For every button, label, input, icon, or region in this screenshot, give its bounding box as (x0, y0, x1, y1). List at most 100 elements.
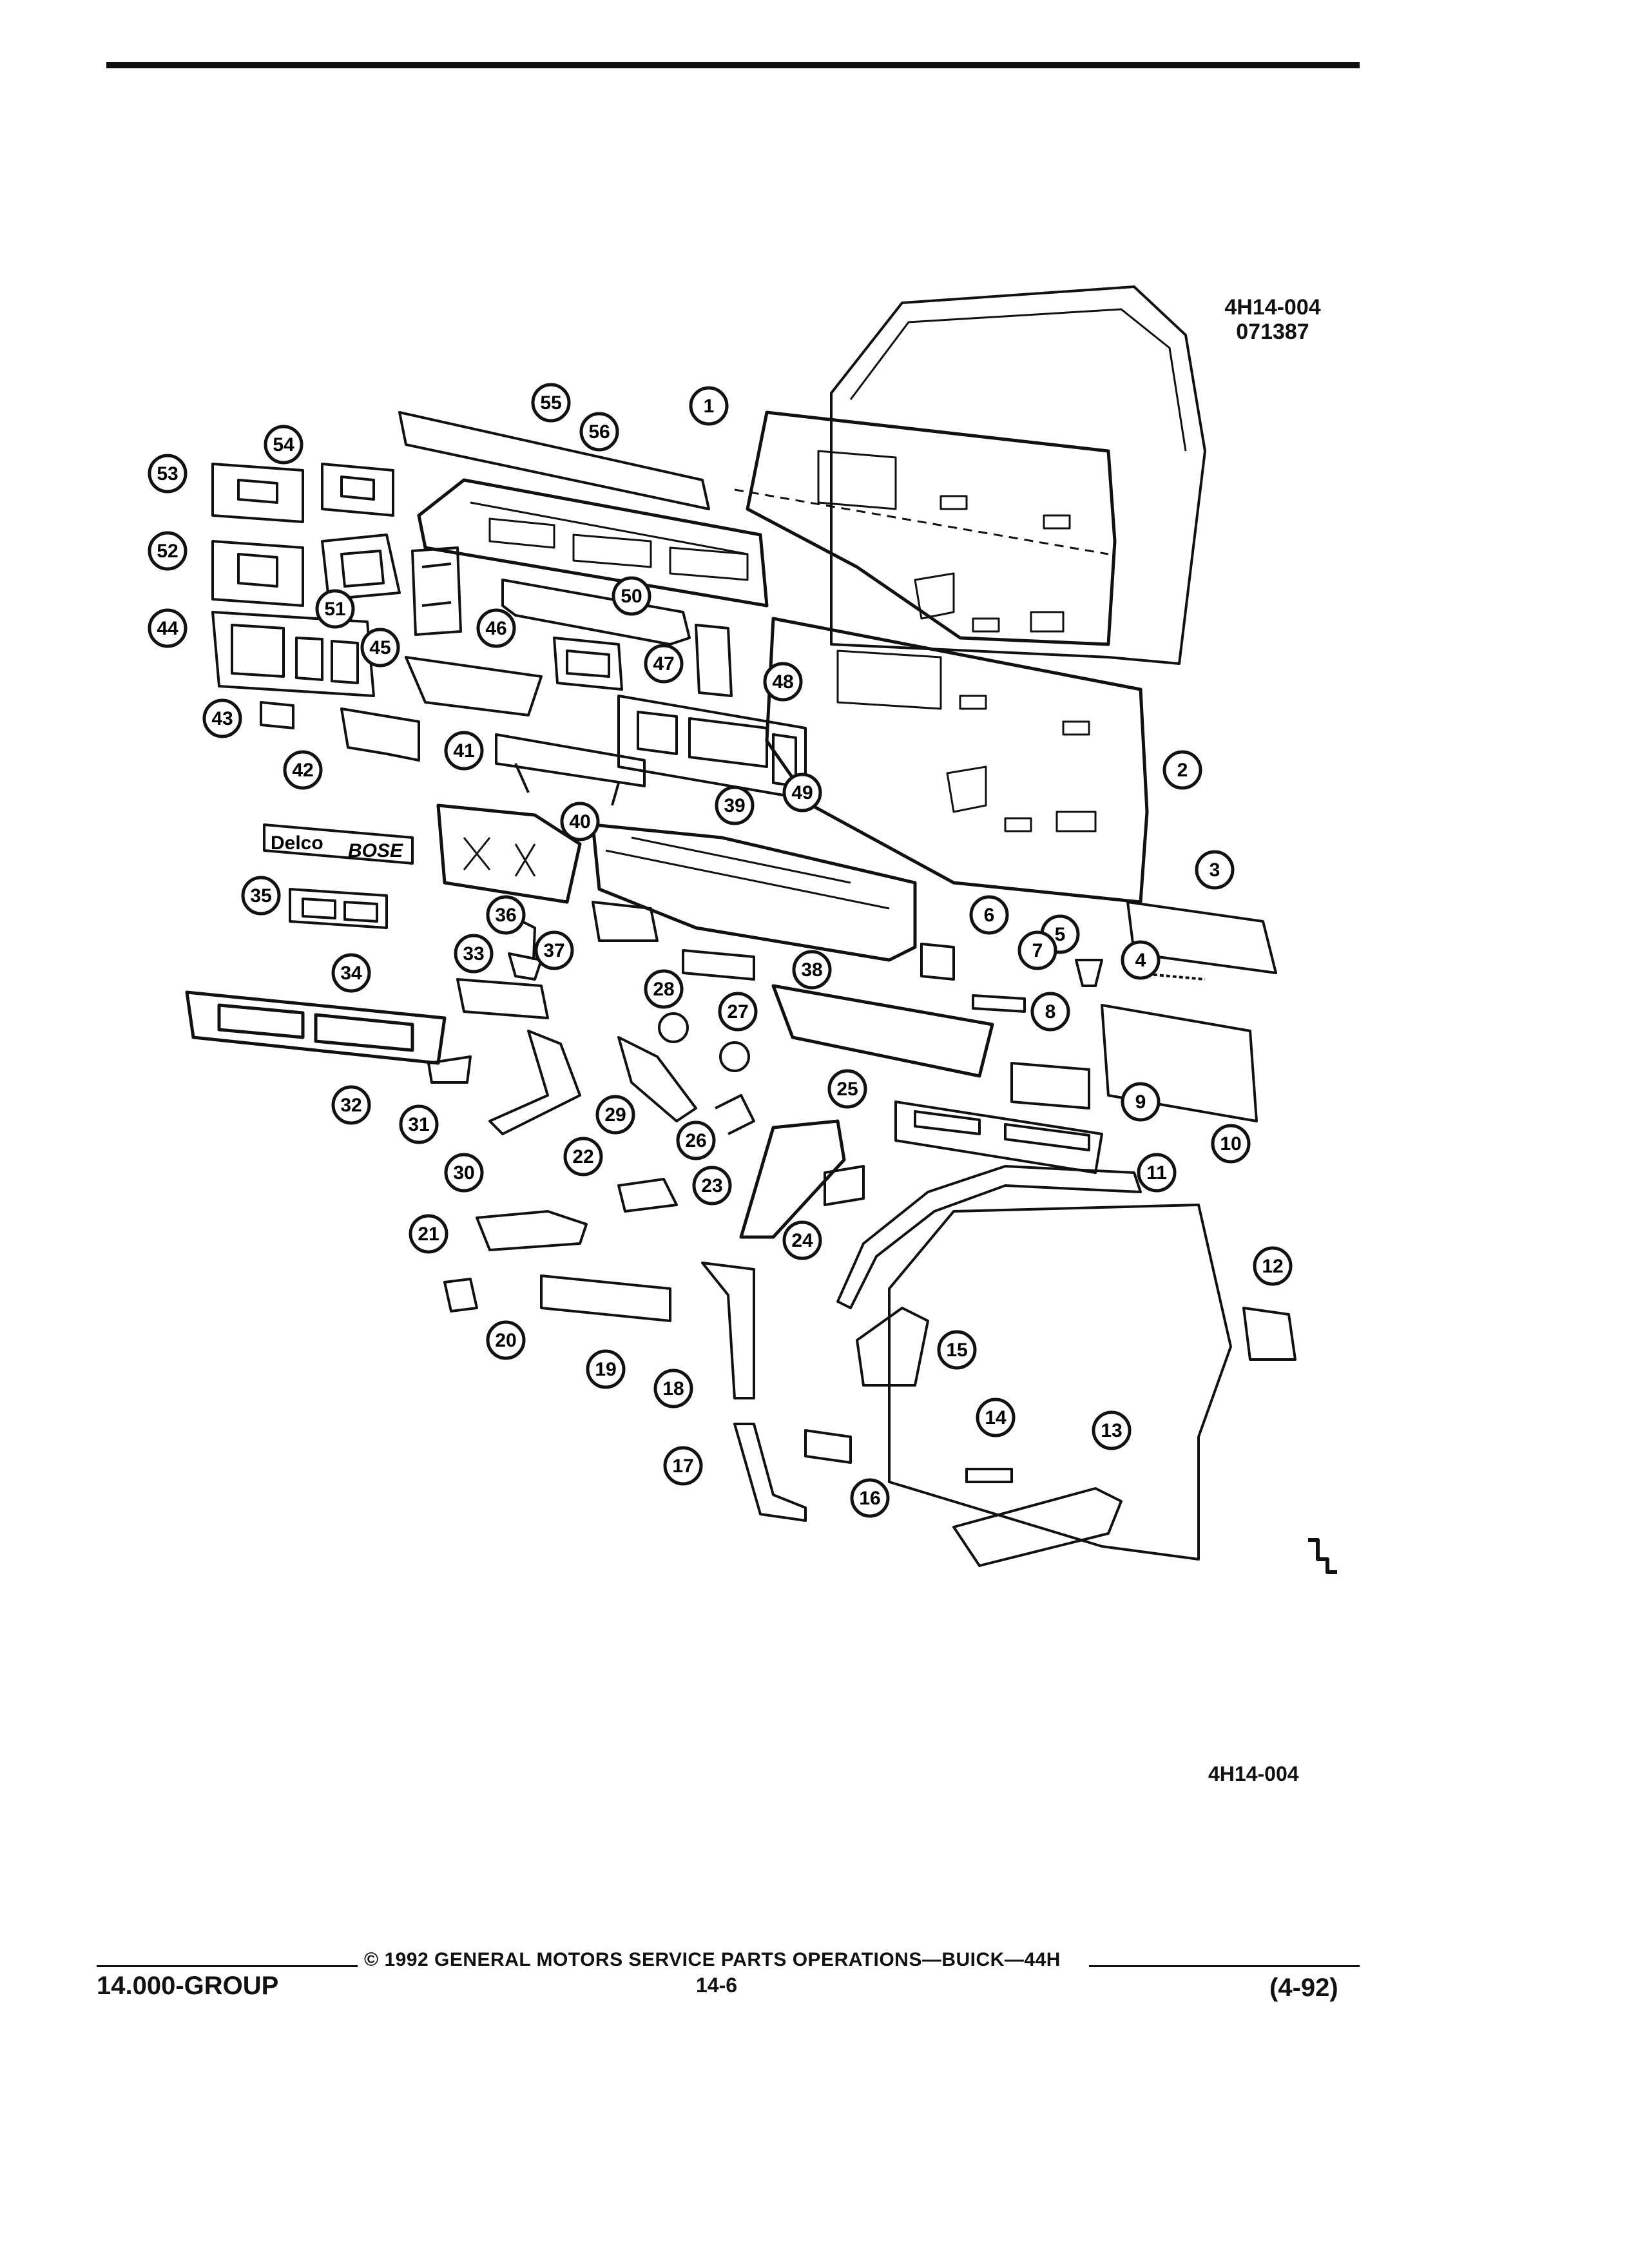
part-24 (824, 1165, 865, 1206)
callout-52: 52 (148, 531, 188, 571)
callout-number: 44 (157, 618, 178, 639)
part-42 (340, 707, 420, 762)
callout-2: 2 (1162, 750, 1202, 790)
callout-number: 4 (1135, 950, 1146, 971)
callout-number: 33 (463, 943, 484, 965)
callout-9: 9 (1121, 1082, 1161, 1122)
callout-number: 37 (543, 940, 564, 961)
revision-date: (4-92) (1269, 1974, 1338, 2002)
callout-13: 13 (1092, 1410, 1132, 1450)
part-40 (436, 803, 582, 904)
callout-number: 34 (340, 963, 362, 984)
callout-number: 48 (772, 671, 793, 693)
callout-number: 1 (704, 396, 715, 417)
callout-45: 45 (360, 628, 400, 668)
footer-rule-right (1089, 1965, 1360, 1967)
callout-34: 34 (331, 953, 371, 993)
callout-49: 49 (782, 773, 822, 812)
part-25 (771, 984, 994, 1078)
callout-53: 53 (148, 454, 188, 494)
callout-43: 43 (202, 698, 242, 738)
part-38 (682, 949, 755, 981)
callout-number: 18 (662, 1378, 684, 1399)
callout-number: 56 (588, 421, 610, 443)
callout-number: 8 (1045, 1001, 1056, 1023)
part-29 (617, 1036, 697, 1122)
callout-21: 21 (409, 1214, 448, 1254)
callout-6: 6 (969, 895, 1009, 935)
callout-number: 17 (672, 1456, 693, 1477)
callout-47: 47 (644, 644, 684, 684)
callout-number: 49 (791, 782, 813, 803)
callout-number: 5 (1055, 924, 1066, 945)
top-rule (106, 62, 1360, 68)
callout-8: 8 (1030, 992, 1070, 1032)
part-51 (321, 533, 401, 601)
corner-mark (1308, 1538, 1337, 1574)
callout-55: 55 (531, 383, 571, 423)
part-13 (952, 1487, 1123, 1567)
illustration-code: 4H14-004 (1224, 295, 1321, 320)
part-21 (476, 1210, 588, 1251)
callout-number: 6 (984, 905, 995, 926)
callout-number: 14 (985, 1407, 1007, 1428)
part-52 (211, 540, 304, 607)
callout-number: 41 (453, 740, 474, 762)
part-36 (508, 920, 543, 981)
part-26 (715, 1094, 755, 1135)
callout-38: 38 (792, 950, 832, 990)
callout-number: 31 (408, 1114, 429, 1135)
date-code: 071387 (1236, 320, 1309, 344)
callout-number: 53 (157, 463, 178, 485)
part-20 (443, 1278, 478, 1312)
part-17 (733, 1423, 807, 1522)
callout-44: 44 (148, 608, 188, 648)
part-10 (1101, 1004, 1258, 1122)
callout-7: 7 (1017, 930, 1057, 970)
part-16 (804, 1429, 852, 1464)
part-3 (1126, 901, 1277, 974)
callout-number: 30 (453, 1162, 474, 1184)
part-27 (719, 1041, 750, 1072)
callout-number: 54 (273, 434, 294, 456)
part-55 (398, 411, 710, 510)
callout-number: 35 (250, 885, 271, 907)
callout-33: 33 (454, 934, 494, 974)
callout-number: 27 (727, 1001, 748, 1023)
part-50 (501, 579, 691, 646)
part-44 (211, 611, 375, 697)
callout-number: 47 (653, 653, 674, 675)
callout-51: 51 (315, 589, 355, 629)
callout-14: 14 (976, 1398, 1016, 1437)
callout-number: 26 (685, 1130, 706, 1151)
callout-number: 2 (1177, 760, 1188, 781)
part-33 (456, 978, 549, 1019)
part-18 (701, 1262, 755, 1399)
callout-number: 10 (1220, 1133, 1241, 1155)
callout-number: 55 (540, 392, 561, 414)
callout-42: 42 (283, 750, 323, 790)
callout-number: 19 (595, 1359, 616, 1380)
callout-number: 45 (369, 637, 390, 658)
callout-number: 22 (572, 1146, 593, 1168)
callout-number: 12 (1262, 1256, 1283, 1277)
callout-number: 29 (604, 1104, 626, 1126)
callout-number: 7 (1032, 940, 1043, 961)
part-6 (920, 943, 955, 981)
part-45 (411, 546, 462, 636)
callout-number: 16 (859, 1488, 880, 1509)
callout-markers: 1234567891011121314151617181920212223242… (148, 383, 1293, 1518)
callout-number: 20 (495, 1330, 516, 1351)
callout-40: 40 (560, 802, 600, 841)
callout-number: 9 (1135, 1091, 1146, 1113)
part-41 (495, 733, 646, 806)
callout-19: 19 (586, 1349, 626, 1389)
callout-15: 15 (937, 1330, 977, 1370)
callout-number: 24 (791, 1230, 813, 1251)
callout-28: 28 (644, 969, 684, 1009)
part-22 (617, 1178, 678, 1213)
part-12 (1242, 1307, 1296, 1361)
part-49 (617, 695, 807, 800)
callout-4: 4 (1121, 940, 1161, 980)
